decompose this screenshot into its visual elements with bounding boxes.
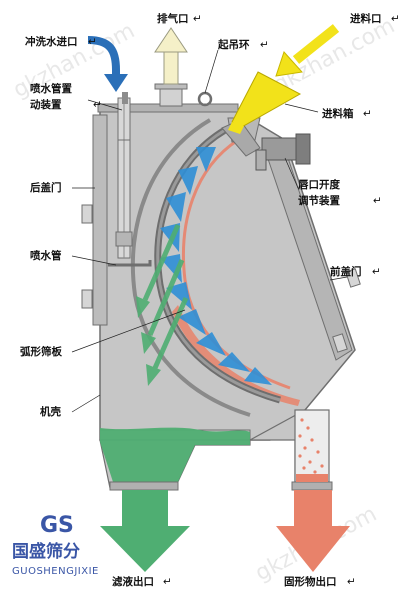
label-flush-water-inlet: 冲洗水进口 bbox=[25, 35, 78, 48]
svg-text:↵: ↵ bbox=[372, 266, 381, 278]
svg-text:↵: ↵ bbox=[363, 108, 372, 120]
label-spray-tube-device-line1: 喷水管置 bbox=[30, 82, 72, 95]
svg-text:↵: ↵ bbox=[93, 99, 102, 111]
filtrate-outlet-arrow bbox=[100, 490, 190, 572]
logo-name-cn: 国盛筛分 bbox=[12, 541, 80, 562]
company-logo: GS 国盛筛分 GUOSHENGJIXIE bbox=[12, 513, 99, 577]
lip-adjust-device bbox=[255, 133, 311, 171]
leader-lines bbox=[71, 49, 348, 413]
logo-mark: GS bbox=[40, 513, 74, 538]
label-lifting-ring: 起吊环 bbox=[217, 38, 250, 51]
svg-text:↵: ↵ bbox=[163, 576, 172, 588]
label-arc-screen: 弧形筛板 bbox=[20, 345, 62, 358]
filtrate-hopper bbox=[99, 427, 251, 491]
label-spray-pipe: 喷水管 bbox=[30, 249, 62, 262]
svg-text:↵: ↵ bbox=[260, 39, 269, 51]
label-lip-adjust-line2: 调节装置 bbox=[298, 194, 340, 207]
label-return-marks: ↵ ↵ ↵ ↵ ↵ ↵ ↵ ↵ ↵ ↵ bbox=[88, 13, 400, 588]
feed-funnel bbox=[228, 71, 302, 134]
feed-inlet-arrow bbox=[275, 24, 340, 77]
filtrate-flow-arrows bbox=[136, 223, 189, 386]
watermark: gkzhan.com bbox=[9, 18, 139, 103]
label-housing: 机壳 bbox=[40, 405, 61, 418]
label-solid-outlet: 固形物出口 bbox=[284, 575, 337, 588]
svg-text:↵: ↵ bbox=[391, 13, 400, 25]
label-feed-box: 进料箱 bbox=[322, 107, 354, 120]
logo-name-en: GUOSHENGJIXIE bbox=[12, 566, 99, 577]
label-spray-tube-device-line2: 动装置 bbox=[30, 98, 62, 111]
flush-water-arrow bbox=[87, 36, 128, 92]
svg-text:↵: ↵ bbox=[347, 576, 356, 588]
svg-text:↵: ↵ bbox=[373, 195, 382, 207]
exhaust-arrow bbox=[154, 27, 188, 85]
label-feed-inlet: 进料口 bbox=[350, 12, 382, 25]
solid-outlet-arrow bbox=[276, 490, 350, 572]
spray-tube-assembly bbox=[108, 92, 152, 267]
label-filtrate-outlet: 滤液出口 bbox=[112, 575, 154, 588]
label-front-cover: 前盖门 bbox=[330, 265, 362, 278]
label-lip-adjust-line1: 唇口开度 bbox=[298, 178, 340, 191]
label-exhaust: 排气口 bbox=[157, 12, 189, 25]
label-rear-cover: 后盖门 bbox=[30, 181, 62, 194]
svg-text:↵: ↵ bbox=[193, 13, 202, 25]
svg-text:↵: ↵ bbox=[88, 36, 97, 48]
